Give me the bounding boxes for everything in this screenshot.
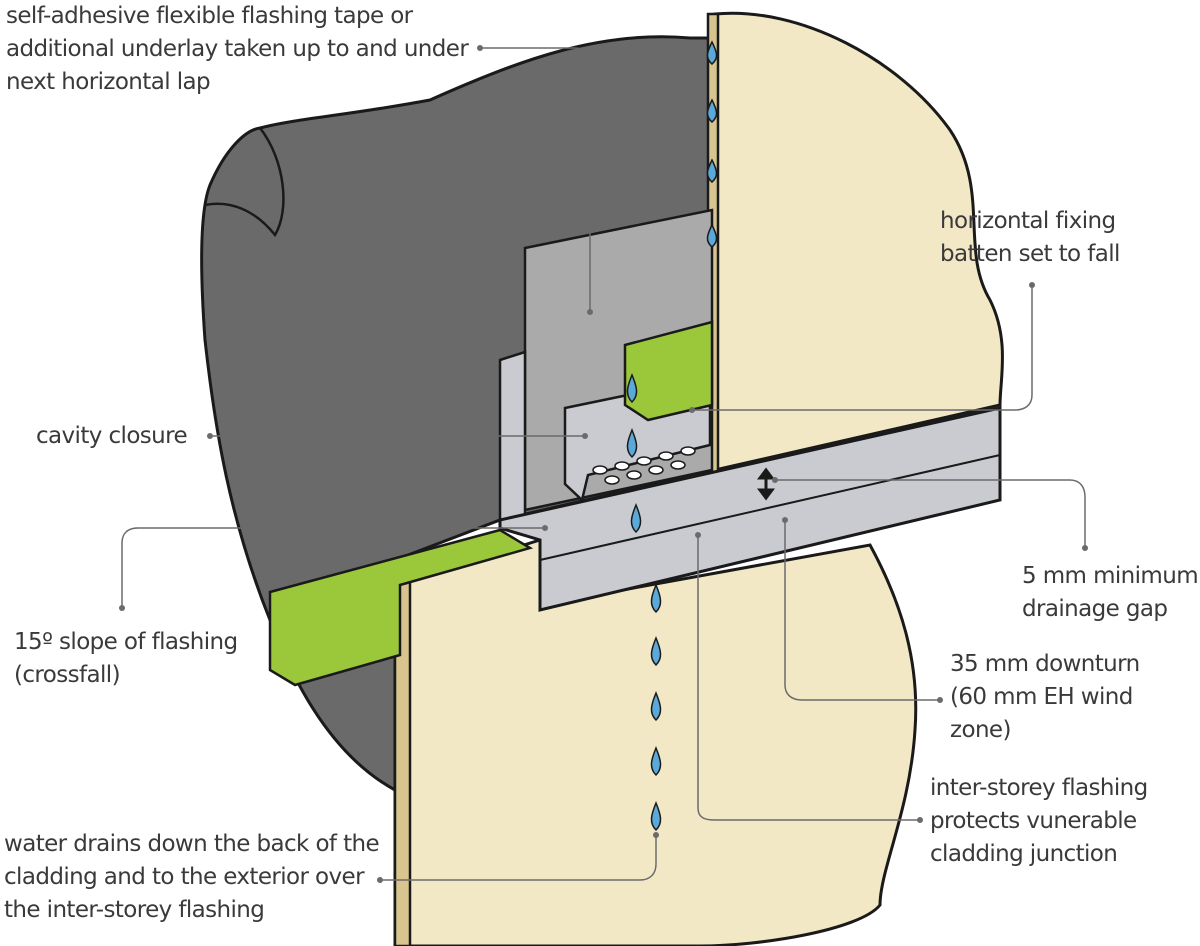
leader-dots	[119, 45, 1088, 883]
label-closure: cavity closure	[36, 420, 188, 453]
label-drains-line-1: water drains down the back of the	[4, 831, 380, 857]
label-slope-line-2: (crossfall)	[14, 662, 121, 688]
label-drains-line-3: the inter-storey flashing	[4, 897, 265, 923]
double-arrow-icon	[757, 467, 775, 501]
label-downturn: 35 mm downturn (60 mm EH wind zone)	[950, 648, 1140, 747]
label-interstorey-line-3: cladding junction	[930, 841, 1118, 867]
label-tape: self-adhesive flexible flashing tape or …	[6, 0, 469, 99]
label-downturn-line-1: 35 mm downturn	[950, 651, 1140, 677]
upper-batten	[623, 320, 714, 422]
closure-holes	[592, 446, 696, 485]
water-drop-icon	[626, 40, 718, 832]
lower-batten	[268, 528, 534, 687]
label-gap-line-1: 5 mm minimum	[1022, 563, 1199, 589]
label-slope-line-1: 15º slope of flashing	[14, 629, 238, 655]
label-tape-line-1: self-adhesive flexible flashing tape or	[6, 3, 413, 29]
label-slope: 15º slope of flashing (crossfall)	[14, 626, 238, 692]
label-interstorey-line-1: inter-storey flashing	[930, 775, 1148, 801]
label-gap: 5 mm minimum drainage gap	[1022, 560, 1199, 626]
label-drains-line-2: cladding and to the exterior over	[4, 864, 365, 890]
label-downturn-line-2: (60 mm EH wind	[950, 684, 1133, 710]
label-interstorey-line-2: protects vunerable	[930, 808, 1137, 834]
label-downturn-line-3: zone)	[950, 717, 1011, 743]
wrap-fold-line	[204, 127, 285, 238]
leader-lines	[121, 47, 1086, 881]
flashing-fold	[539, 454, 1001, 561]
label-drains: water drains down the back of the claddi…	[4, 828, 380, 927]
label-tape-line-2: additional underlay taken up to and unde…	[6, 36, 469, 62]
label-gap-line-2: drainage gap	[1022, 596, 1168, 622]
label-batten: horizontal fixing batten set to fall	[940, 205, 1120, 271]
flashing-upstand	[498, 350, 527, 530]
label-interstorey: inter-storey flashing protects vunerable…	[930, 772, 1148, 871]
label-batten-line-2: batten set to fall	[940, 241, 1120, 267]
label-tape-line-3: next horizontal lap	[6, 69, 211, 95]
upper-cladding	[713, 11, 1004, 472]
label-closure-line-1: cavity closure	[36, 423, 188, 449]
label-batten-line-1: horizontal fixing	[940, 208, 1116, 234]
